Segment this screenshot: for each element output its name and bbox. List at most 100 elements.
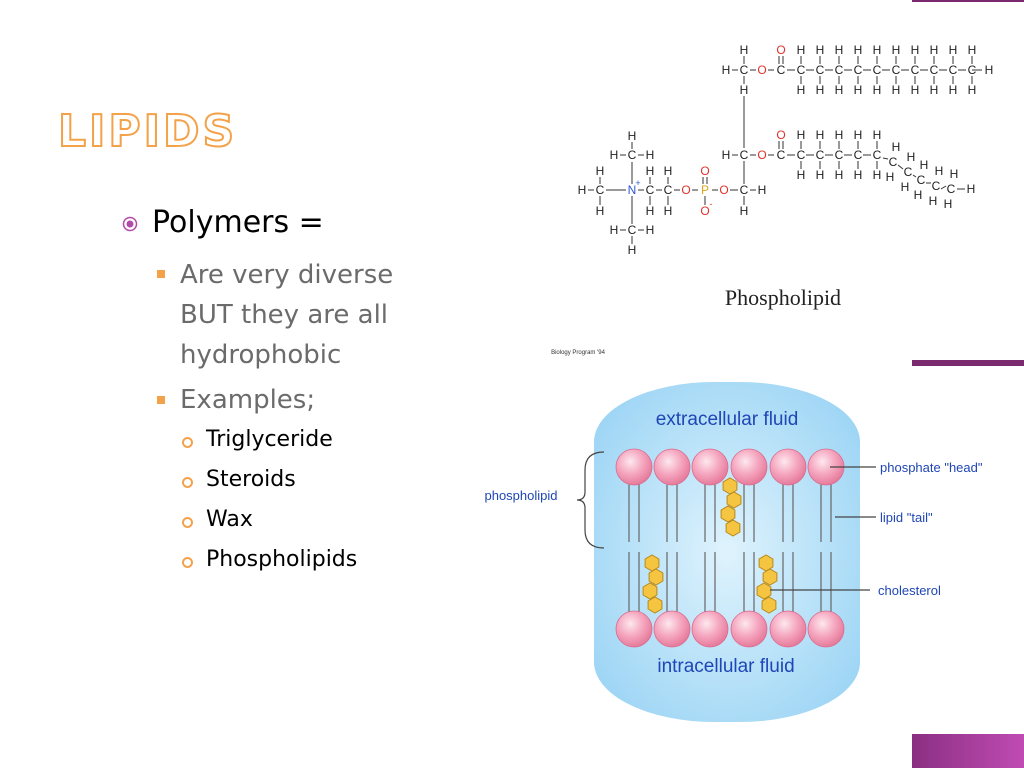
bullet-line: Examples; [180,385,316,415]
phosphate-heads [615,448,845,648]
atom-h: H [646,148,655,162]
atom-c: C [646,183,655,197]
atom-h: H [646,223,655,237]
atom-h: H [722,63,731,77]
atom-c: C [628,223,637,237]
atom-c: C [740,63,749,77]
atom-h: H [907,150,916,164]
atom-h: H [930,43,939,57]
atom-h: H [985,63,994,77]
bond-lines [588,56,982,244]
cholesterol-ring [642,582,658,600]
phosphate-head [730,610,768,648]
cholesterol-ring [720,505,736,523]
atom-h: H [892,140,901,154]
atom-h: H [949,43,958,57]
intracellular-label: intracellular fluid [657,656,794,677]
atom-h: H [968,43,977,57]
atom-h: H [816,43,825,57]
extracellular-label: extracellular fluid [656,409,799,430]
atom-c: C [816,63,825,77]
cholesterol-ring [725,519,741,537]
bullet-line: BUT they are all [180,300,389,330]
atom-h: H [835,128,844,142]
phosphate-head [730,448,768,486]
atom-h: H [873,128,882,142]
phosphate-head [807,610,845,648]
atom-c: C [835,148,844,162]
atom-h: H [664,164,673,178]
atom-h: H [816,83,825,97]
cholesterol-ring [648,568,664,586]
radio-bullet-icon [122,216,138,232]
atom-n: N [628,183,637,197]
cholesterol-ring [758,554,774,572]
atom-h: H [646,164,655,178]
atom-o: O [776,128,785,142]
atom-h: H [596,164,605,178]
atom-h: H [930,83,939,97]
atom-h: H [628,243,637,257]
circle-bullet-icon [182,437,193,448]
atom-h: H [628,129,637,143]
bullet-line: Are very diverse [180,260,394,290]
figure-credit: Biology Program '94 [551,350,606,356]
atom-c: C [873,63,882,77]
phosphate-head [691,448,729,486]
charge-sign: + [635,178,640,188]
atom-o: O [700,204,709,218]
lipid-tail-label: lipid "tail" [880,510,933,525]
cholesterol-ring [761,596,777,614]
slide-title: LIPIDS [57,105,238,158]
atom-c: C [816,148,825,162]
example-item: Steroids [206,467,296,492]
atom-c: C [854,63,863,77]
atom-h: H [797,168,806,182]
atom-c: C [911,63,920,77]
atom-h: H [835,168,844,182]
circle-bullet-icon [182,477,193,488]
atom-c: C [968,63,977,77]
phosphate-head-label: phosphate "head" [880,460,983,475]
atom-c: C [777,63,786,77]
atom-h: H [873,83,882,97]
cholesterol-ring [756,582,772,600]
atom-c: C [932,179,941,193]
atom-o: O [757,148,766,162]
atom-h: H [646,204,655,218]
atom-c: C [854,148,863,162]
charge-sign: - [710,199,713,209]
phosphate-head [653,610,691,648]
atom-h: H [816,128,825,142]
atom-h: H [835,83,844,97]
atom-o: O [681,183,690,197]
atom-h: H [797,43,806,57]
lipid-tails [628,482,832,612]
atom-c: C [947,182,956,196]
circle-bullet-icon [182,517,193,528]
bond [912,174,917,178]
atom-h: H [901,180,910,194]
atom-c: C [930,63,939,77]
atom-h: H [886,170,895,184]
atom-h: H [968,83,977,97]
atom-p: P [701,183,709,197]
bullet-level2-diverse: Are very diverse BUT they are all hydrop… [180,255,393,375]
phosphate-head [615,610,653,648]
cholesterol-ring [644,554,660,572]
example-item: Phospholipids [206,547,358,572]
atom-c: C [917,173,926,187]
accent-bar-bottom [912,734,1024,768]
cholesterol-molecule [642,554,664,614]
bullet-level1: Polymers = [152,205,324,240]
square-bullet-icon [157,396,165,404]
atom-c: C [777,148,786,162]
atom-c: C [892,63,901,77]
accent-bar-top [912,0,1024,2]
atom-h: H [929,194,938,208]
bullet-line: hydrophobic [180,340,342,370]
atom-h: H [610,148,619,162]
bond [940,185,947,190]
cholesterol-label: cholesterol [878,583,941,598]
